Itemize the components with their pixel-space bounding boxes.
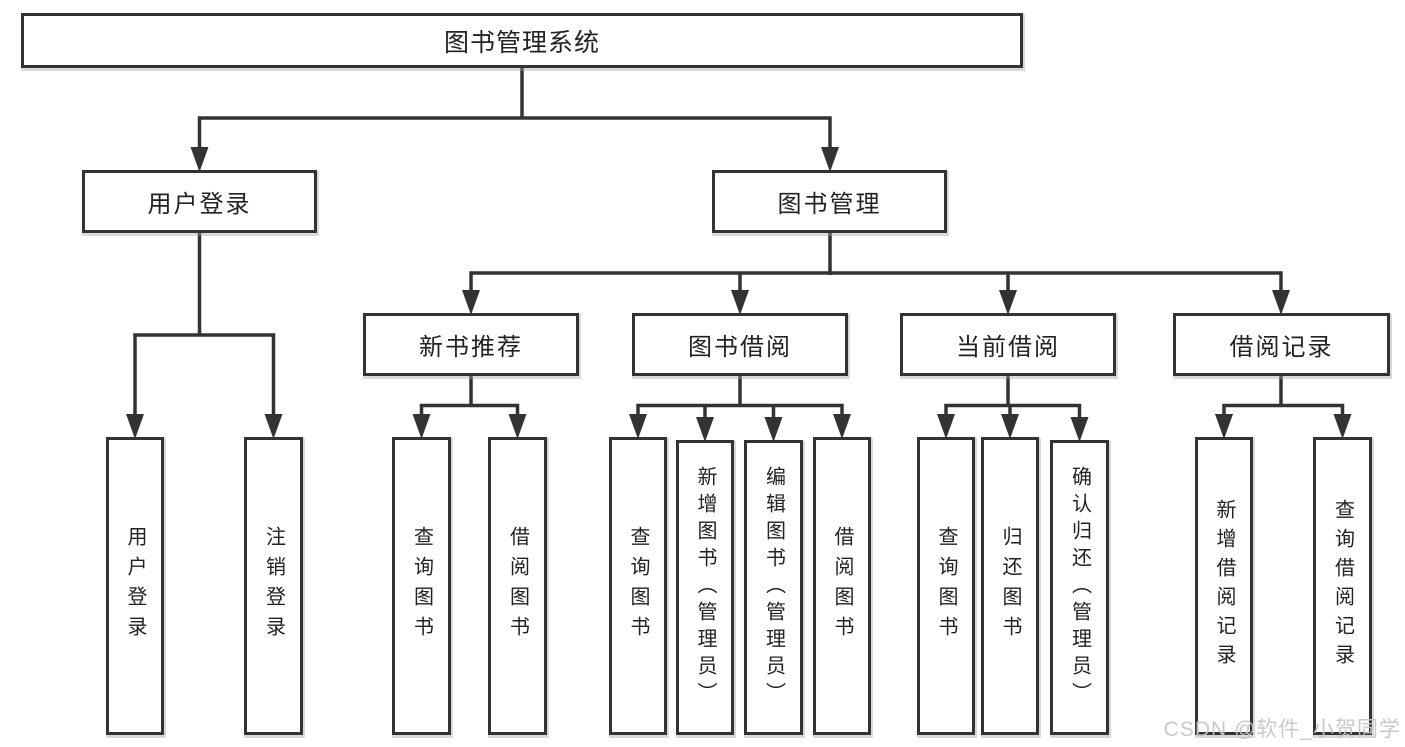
node-root: 图书管理系统 (21, 13, 1023, 68)
node-current-borrow: 当前借阅 (900, 313, 1116, 376)
node-user-login: 用户登录 (82, 170, 317, 233)
node-borrow-records: 借阅记录 (1173, 313, 1390, 376)
leaf-query-book-current: 查询图书 (917, 437, 975, 735)
node-new-book-recommend: 新书推荐 (363, 313, 579, 376)
leaf-user-login: 用户登录 (106, 437, 164, 735)
watermark: CSDN @软件_小贺同学 (1163, 718, 1401, 741)
node-book-borrow: 图书借阅 (632, 313, 848, 376)
leaf-add-borrow-record: 新增借阅记录 (1195, 437, 1253, 735)
node-book-management: 图书管理 (712, 170, 947, 233)
leaf-edit-book-admin: 编辑图书（管理员） (744, 440, 803, 735)
leaf-add-book-admin: 新增图书（管理员） (676, 440, 734, 735)
leaf-borrow-book: 借阅图书 (813, 437, 871, 735)
leaf-confirm-return-admin: 确认归还（管理员） (1050, 440, 1109, 735)
leaf-logout: 注销登录 (244, 437, 303, 735)
leaf-borrow-book-recommend: 借阅图书 (488, 437, 547, 735)
leaf-query-book-borrow: 查询图书 (609, 437, 667, 735)
leaf-query-borrow-record: 查询借阅记录 (1313, 437, 1372, 735)
leaf-query-book-recommend: 查询图书 (392, 437, 451, 735)
leaf-return-book: 归还图书 (981, 437, 1039, 735)
